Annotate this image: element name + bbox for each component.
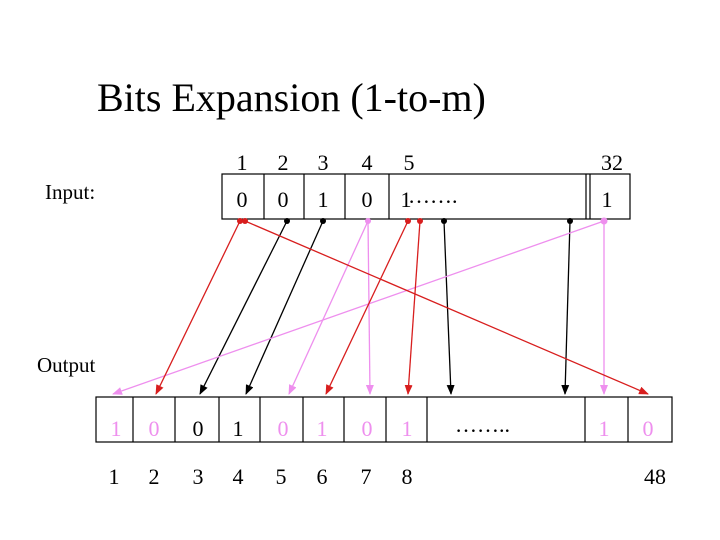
output-bit: 0	[148, 416, 160, 441]
output-ellipsis: ……..	[455, 412, 510, 437]
output-position: 6	[316, 464, 328, 489]
output-position: 5	[275, 464, 287, 489]
input-bit: 0	[277, 187, 289, 212]
output-position: 7	[360, 464, 372, 489]
input-bit: 0	[361, 187, 373, 212]
input-bit: 1	[400, 187, 412, 212]
output-position: 48	[644, 464, 666, 489]
output-position: 2	[148, 464, 160, 489]
input-position: 2	[277, 150, 289, 175]
input-position: 1	[236, 150, 248, 175]
input-bit: 1	[317, 187, 329, 212]
output-register	[95, 396, 673, 443]
slide-title: Bits Expansion (1-to-m)	[97, 75, 486, 120]
output-bit: 0	[361, 416, 373, 441]
input-position: 4	[361, 150, 373, 175]
output-bit: 1	[316, 416, 328, 441]
input-bit: 0	[236, 187, 248, 212]
output-position: 1	[108, 464, 120, 489]
input-ellipsis: …….	[408, 183, 458, 208]
connection-dots	[237, 217, 608, 225]
input-position: 3	[317, 150, 329, 175]
output-bit: 0	[192, 416, 204, 441]
input-position: 5	[403, 150, 415, 175]
input-label: Input:	[45, 180, 96, 204]
output-bit: 0	[277, 416, 289, 441]
output-position: 3	[192, 464, 204, 489]
input-position: 32	[601, 150, 623, 175]
output-label: Output	[37, 353, 96, 377]
output-bit: 0	[642, 416, 654, 441]
output-position: 4	[232, 464, 244, 489]
input-register	[221, 173, 631, 220]
black-connectors	[199, 220, 571, 395]
output-bit: 1	[401, 416, 413, 441]
red-connectors	[155, 220, 649, 395]
pink-connectors	[112, 220, 608, 395]
output-bit: 1	[232, 416, 244, 441]
output-position: 8	[401, 464, 413, 489]
output-bit: 1	[598, 416, 610, 441]
output-bit: 1	[110, 416, 122, 441]
input-bit: 1	[601, 187, 613, 212]
